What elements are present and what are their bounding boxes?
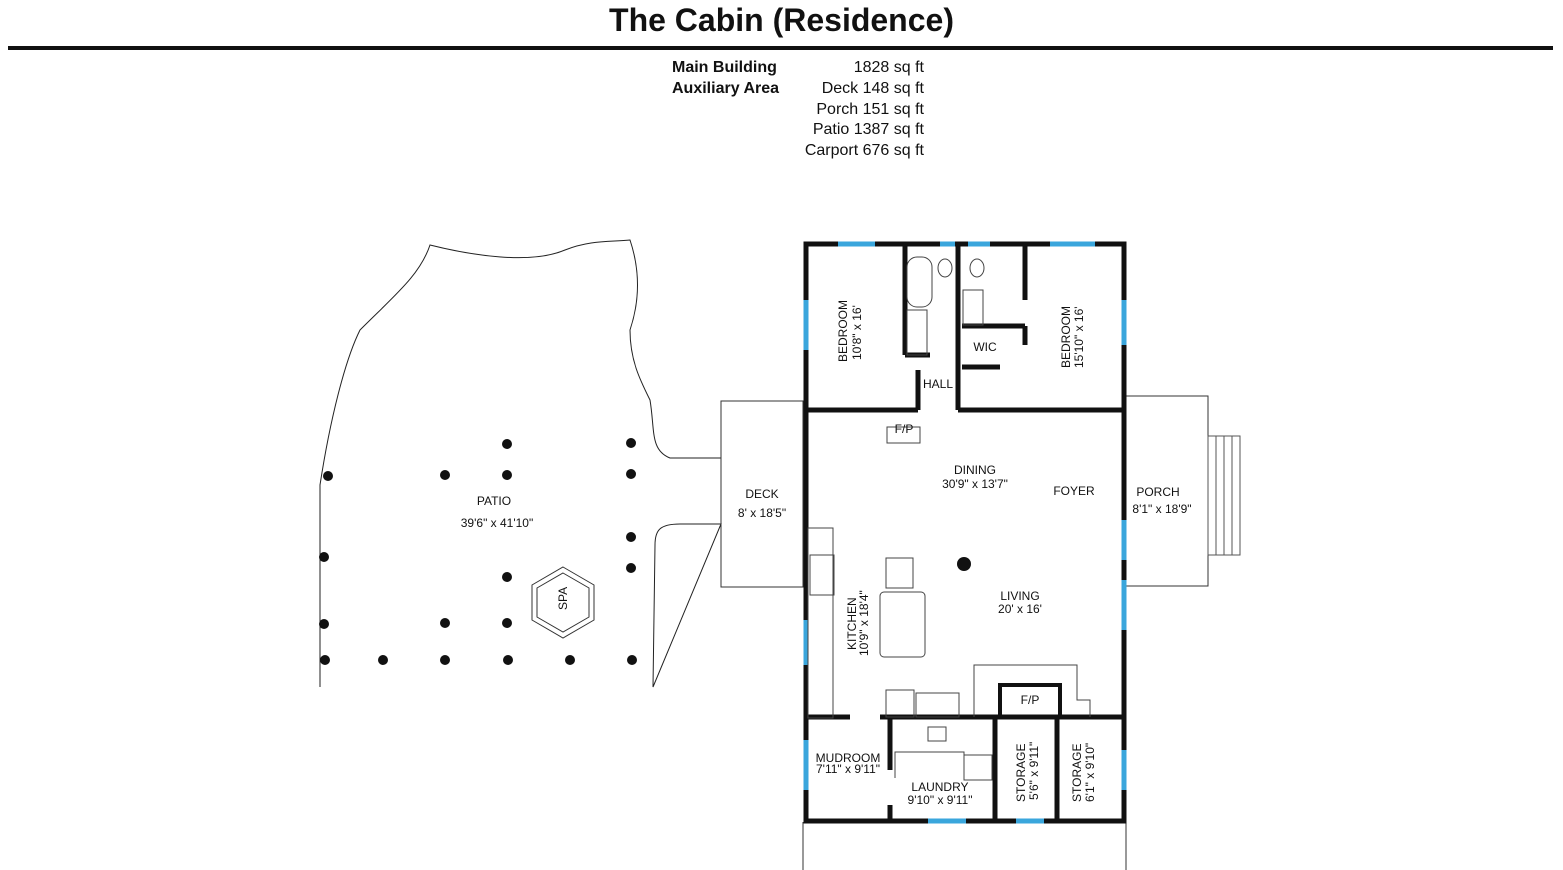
summary-row-aux: Patio 1387 sq ft <box>672 120 924 141</box>
windows <box>803 241 1127 824</box>
living-dims: 20' x 16' <box>998 602 1042 616</box>
kitchen-label: KITCHEN <box>845 597 859 650</box>
foyer-label: FOYER <box>1053 484 1095 498</box>
deck-label: DECK <box>745 487 778 501</box>
aux-porch-value: Porch 151 sq ft <box>816 100 924 118</box>
storage2-dims: 6'1" x 9'10" <box>1083 743 1097 802</box>
area-summary: Main Building 1828 sq ft Auxiliary Area … <box>672 58 924 162</box>
patio-dims: 39'6" x 41'10" <box>461 516 534 530</box>
summary-row-aux: Carport 676 sq ft <box>672 141 924 162</box>
storage1-dims: 5'6" x 9'11" <box>1027 742 1041 800</box>
kitchen-dims: 10'9" x 18'4" <box>857 590 871 656</box>
fixtures <box>807 256 1091 781</box>
bedroom1-dims: 10'8" x 16' <box>850 305 864 360</box>
porch-stairs <box>1207 435 1241 556</box>
bedroom2-label: BEDROOM <box>1059 306 1073 368</box>
hall-label: HALL <box>923 377 953 391</box>
fp1-label: F/P <box>895 422 914 436</box>
deck-outline <box>720 400 804 588</box>
spa-label: SPA <box>556 587 570 610</box>
patio-posts <box>319 438 637 665</box>
deck-dims: 8' x 18'5" <box>738 506 786 520</box>
title-divider <box>8 46 1553 50</box>
porch-label: PORCH <box>1136 485 1179 499</box>
fp2-label: F/P <box>1021 693 1040 707</box>
bedroom1-label: BEDROOM <box>836 300 850 362</box>
laundry-dims: 9'10" x 9'11" <box>908 793 973 807</box>
carport-outline <box>802 822 1127 870</box>
auxiliary-area-label: Auxiliary Area <box>672 79 780 97</box>
stove-icon <box>957 557 971 571</box>
dining-dims: 30'9" x 13'7" <box>942 477 1008 491</box>
storage1-label: STORAGE <box>1014 744 1028 802</box>
spa <box>531 566 595 639</box>
main-building-value: 1828 sq ft <box>853 59 924 76</box>
living-label: LIVING <box>1000 589 1039 603</box>
aux-deck-value: Deck 148 sq ft <box>821 79 924 97</box>
bedroom2-dims: 15'10" x 16' <box>1072 306 1086 368</box>
main-building-label: Main Building <box>672 59 777 76</box>
patio-label: PATIO <box>477 494 511 508</box>
wic-label: WIC <box>973 340 997 354</box>
dining-label: DINING <box>954 463 996 477</box>
summary-row-aux: Porch 151 sq ft <box>672 100 924 121</box>
summary-row-main: Main Building 1828 sq ft <box>672 58 924 79</box>
aux-carport-value: Carport 676 sq ft <box>804 142 924 160</box>
storage2-label: STORAGE <box>1070 744 1084 802</box>
laundry-label: LAUNDRY <box>911 780 968 794</box>
aux-patio-value: Patio 1387 sq ft <box>812 121 924 139</box>
summary-row-aux: Auxiliary Area Deck 148 sq ft <box>672 79 924 100</box>
mudroom-label: MUDROOM <box>816 751 881 765</box>
patio-outline <box>319 239 722 688</box>
porch-dims: 8'1" x 18'9" <box>1132 502 1191 516</box>
page-title: The Cabin (Residence) <box>609 2 954 38</box>
mudroom-dims: 7'11" x 9'11" <box>816 762 880 776</box>
